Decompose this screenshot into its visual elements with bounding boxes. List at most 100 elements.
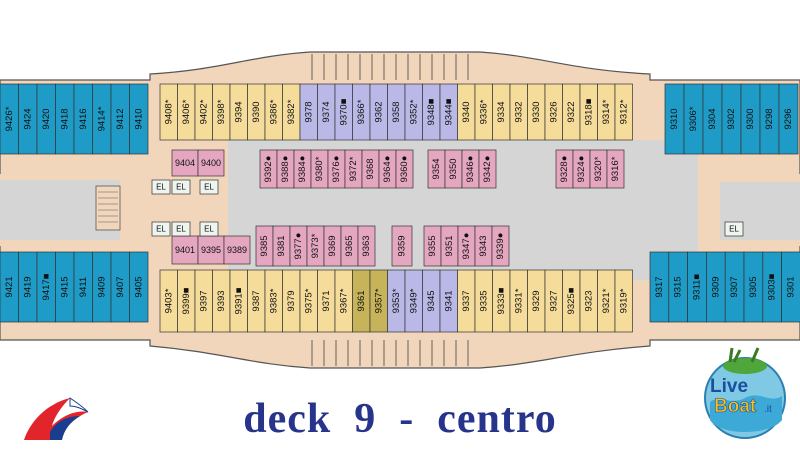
cabin-label: 9330 <box>531 101 542 122</box>
cabin-label: 9351 <box>444 235 455 256</box>
cabin-label: 9419 <box>22 276 33 297</box>
cabin-label: 9329 <box>531 290 542 311</box>
elevator-label: EL <box>729 225 739 234</box>
cabin-label: 9298 <box>764 108 775 129</box>
cabin-top_inner_pink_c-3[interactable] <box>606 149 625 189</box>
cabin-label: 9387 <box>251 290 262 311</box>
cabin-label: 9371 <box>321 290 332 311</box>
cabin-label: 9395 <box>201 245 221 255</box>
cabin-label: 9315 <box>673 276 684 297</box>
cabin-label: 9403* <box>163 288 174 313</box>
cabin-label: 9322 <box>566 101 577 122</box>
cabin-label: 9312* <box>618 99 629 124</box>
cabin-label: 9336* <box>478 99 489 124</box>
cabin-label: 9400 <box>201 158 221 168</box>
cabin-label: 9411 <box>78 277 89 297</box>
cabin-label: 9399■ <box>181 287 192 314</box>
cabin-label: 9321* <box>601 288 612 313</box>
cabin-bot_outer_blue_right-7[interactable] <box>781 251 800 323</box>
cabin-label: 9417■ <box>41 273 52 300</box>
cabin-label: 9420 <box>41 108 52 129</box>
cabin-label: 9372* <box>348 156 359 181</box>
cabin-bot_inner_pink_b-4[interactable] <box>491 225 510 267</box>
cabin-bot_outer_blue_left-7[interactable] <box>129 251 149 323</box>
cabin-label: 9365 <box>344 235 355 256</box>
cabin-label: 9350 <box>448 158 459 179</box>
cabin-label: 9362 <box>373 101 384 122</box>
cabin-top_inner_pink_a-8[interactable] <box>395 149 414 189</box>
cabin-label: 9416 <box>78 108 89 129</box>
cabin-label: 9333■ <box>496 287 507 314</box>
cabin-label: 9366* <box>356 99 367 124</box>
cabin-label: 9337 <box>461 290 472 311</box>
liveboat-logo-live: Live <box>710 376 748 397</box>
cabin-label: 9326 <box>548 101 559 122</box>
cabin-label: 9398* <box>216 99 227 124</box>
cabin-top_outer_yellow-26[interactable] <box>614 83 633 141</box>
cabin-label: 9335 <box>478 290 489 311</box>
cabin-label: 9311■ <box>692 274 703 300</box>
cabin-bot_inner_small-2[interactable] <box>223 235 251 265</box>
deck-stripes-top <box>311 54 469 80</box>
cabin-label: 9383* <box>268 288 279 313</box>
liveboat-logo-suffix: .it <box>764 404 772 415</box>
stairwell <box>95 185 121 231</box>
cabin-label: 9369 <box>327 235 338 256</box>
elevator-4 <box>171 221 191 237</box>
cabin-bot_inner_single-0[interactable] <box>391 225 413 267</box>
cabin-label: 9402* <box>198 99 209 124</box>
cabin-label: 9406* <box>181 99 192 124</box>
cabin-label: 9379 <box>286 290 297 311</box>
cabin-label: 9414* <box>96 106 107 131</box>
elevator-label: EL <box>156 183 166 192</box>
cabin-label: 9347● <box>461 233 472 260</box>
elevator-label: EL <box>204 225 214 234</box>
cabin-label: 9316* <box>610 156 621 181</box>
elevator-2 <box>199 179 219 195</box>
cabin-label: 9376● <box>331 156 342 183</box>
cabin-label: 9408* <box>163 99 174 124</box>
cabin-label: 9370■ <box>338 98 349 125</box>
cabin-label: 9325■ <box>566 287 577 314</box>
cabin-label: 9358 <box>391 101 402 122</box>
cabin-label: 9385 <box>259 235 270 256</box>
cabin-label: 9367* <box>338 288 349 313</box>
cabin-label: 9327 <box>548 290 559 311</box>
cabin-label: 9386* <box>268 99 279 124</box>
cabin-label: 9384● <box>297 156 308 183</box>
deck-title: deck 9 - centro <box>243 396 557 442</box>
cabin-label: 9320* <box>593 156 604 181</box>
cabin-label: 9391■ <box>233 287 244 314</box>
elevator-label: EL <box>156 225 166 234</box>
cabin-bot_inner_small-1[interactable] <box>197 235 225 265</box>
cabin-top_outer_blue_left-7[interactable] <box>129 83 149 155</box>
cabin-label: 9426* <box>4 106 15 131</box>
cabin-label: 9319* <box>618 288 629 313</box>
cabin-label: 9373* <box>310 233 321 258</box>
elevator-label: EL <box>176 183 186 192</box>
cabin-label: 9364● <box>382 156 393 183</box>
cabin-label: 9296 <box>783 108 794 129</box>
cabin-label: 9378 <box>303 101 314 122</box>
cabin-label: 9382* <box>286 99 297 124</box>
cabin-bot_outer_yellow-26[interactable] <box>614 269 633 333</box>
cabin-label: 9323 <box>583 290 594 311</box>
cabin-label: 9348■ <box>426 98 437 125</box>
cabin-label: 9397 <box>198 290 209 311</box>
cabin-label: 9407 <box>115 276 126 297</box>
cabin-bot_inner_small-0[interactable] <box>171 235 199 265</box>
cabin-label: 9328● <box>559 156 570 183</box>
cabin-label: 9404 <box>175 158 195 168</box>
cabin-top_outer_blue_right-6[interactable] <box>778 83 799 155</box>
cabin-label: 9345 <box>426 290 437 311</box>
cabin-label: 9303■ <box>767 273 778 300</box>
cabin-bot_inner_pink_a-6[interactable] <box>357 225 376 267</box>
cabin-label: 9339● <box>495 233 506 260</box>
cabin-label: 9381 <box>276 235 287 256</box>
cabin-label: 9361 <box>356 290 367 311</box>
cabin-top_inner_pink_b-3[interactable] <box>478 149 497 189</box>
cabin-label: 9405 <box>133 276 144 297</box>
cabin-top_inner_small-1[interactable] <box>197 149 225 177</box>
cabin-label: 9302 <box>726 108 737 129</box>
